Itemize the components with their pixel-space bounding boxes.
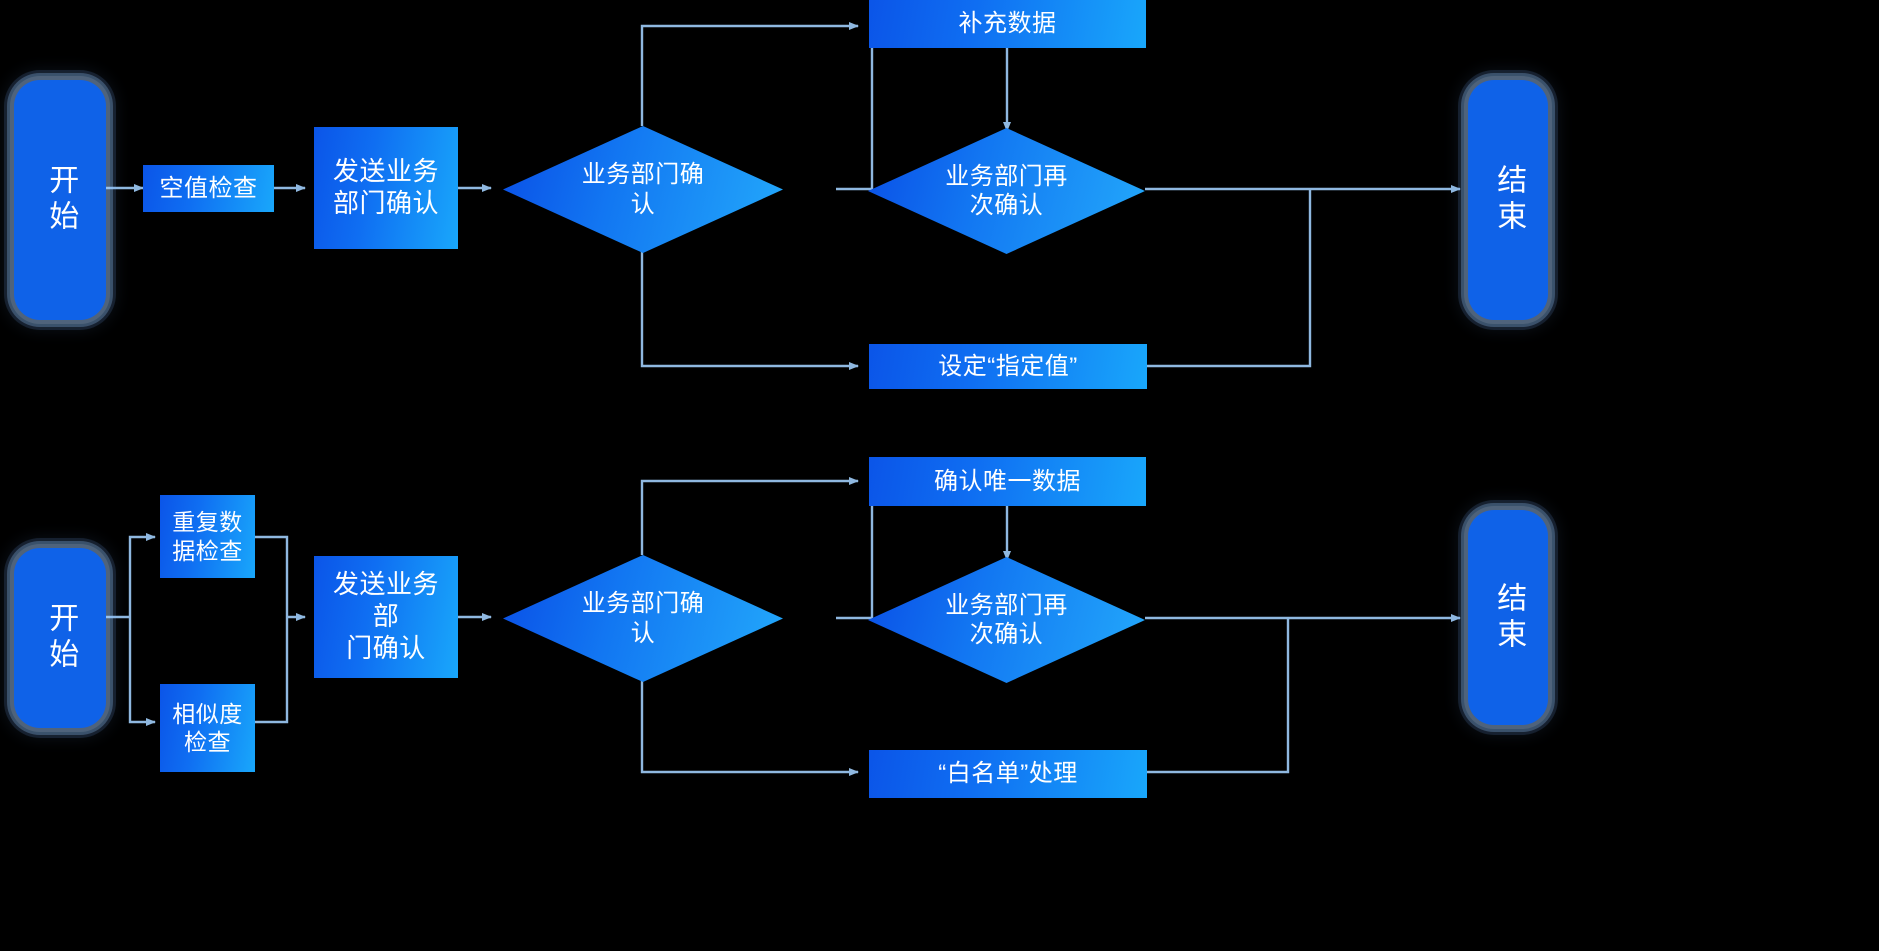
node-label: 业务部门确 认: [581, 590, 705, 647]
node-label: 发送业务部 门确认: [332, 569, 439, 663]
node-label: 开始: [44, 602, 78, 674]
edge-setvalue-to-end: [1147, 189, 1312, 368]
node-label: 结束: [1492, 164, 1526, 236]
node-start-bottom[interactable]: 开始: [14, 548, 106, 728]
node-send-confirm-bottom[interactable]: 发送业务部 门确认: [314, 556, 458, 678]
node-confirm-unique-data[interactable]: 确认唯一数据: [869, 457, 1146, 506]
node-label: 开始: [44, 164, 78, 236]
edge2-dupcheck-join: [255, 535, 289, 617]
node-null-check[interactable]: 空值检查: [143, 165, 274, 212]
node-label: 重复数 据检查: [172, 509, 243, 564]
node-label: 业务部门再 次确认: [945, 591, 1068, 648]
node-label: 补充数据: [958, 10, 1057, 38]
node-label: 相似度 检查: [172, 700, 243, 755]
edge2-simcheck-join: [255, 617, 289, 724]
edge2-start-to-dupcheck: [128, 533, 156, 617]
edge2-whitelist-to-end: [1147, 618, 1290, 774]
node-label: “白名单”处理: [938, 760, 1078, 788]
node-label: 发送业务 部门确认: [332, 156, 439, 218]
node-duplicate-check[interactable]: 重复数 据检查: [160, 495, 255, 578]
node-similarity-check[interactable]: 相似度 检查: [160, 684, 255, 772]
edge2-start-to-simcheck: [128, 617, 156, 726]
node-set-assigned-value[interactable]: 设定“指定值”: [869, 344, 1147, 389]
edge-confirm-to-setvalue: [640, 252, 859, 370]
node-label: 空值检查: [159, 174, 258, 202]
node-end-top[interactable]: 结束: [1468, 80, 1548, 320]
edge2-confirm-to-whitelist: [640, 681, 859, 776]
edge-confirm-to-supplement: [640, 22, 859, 126]
node-label: 确认唯一数据: [934, 467, 1081, 495]
node-whitelist-process[interactable]: “白名单”处理: [869, 750, 1147, 798]
node-send-confirm-top[interactable]: 发送业务 部门确认: [314, 127, 458, 249]
edge2-confirm-to-unique: [640, 477, 859, 555]
node-label: 结束: [1492, 581, 1526, 654]
node-supplement-data[interactable]: 补充数据: [869, 0, 1146, 48]
node-start-top[interactable]: 开始: [14, 80, 106, 320]
node-end-bottom[interactable]: 结束: [1468, 510, 1548, 725]
node-label: 设定“指定值”: [938, 352, 1078, 380]
node-label: 业务部门确 认: [581, 161, 705, 218]
node-label: 业务部门再 次确认: [945, 162, 1068, 219]
